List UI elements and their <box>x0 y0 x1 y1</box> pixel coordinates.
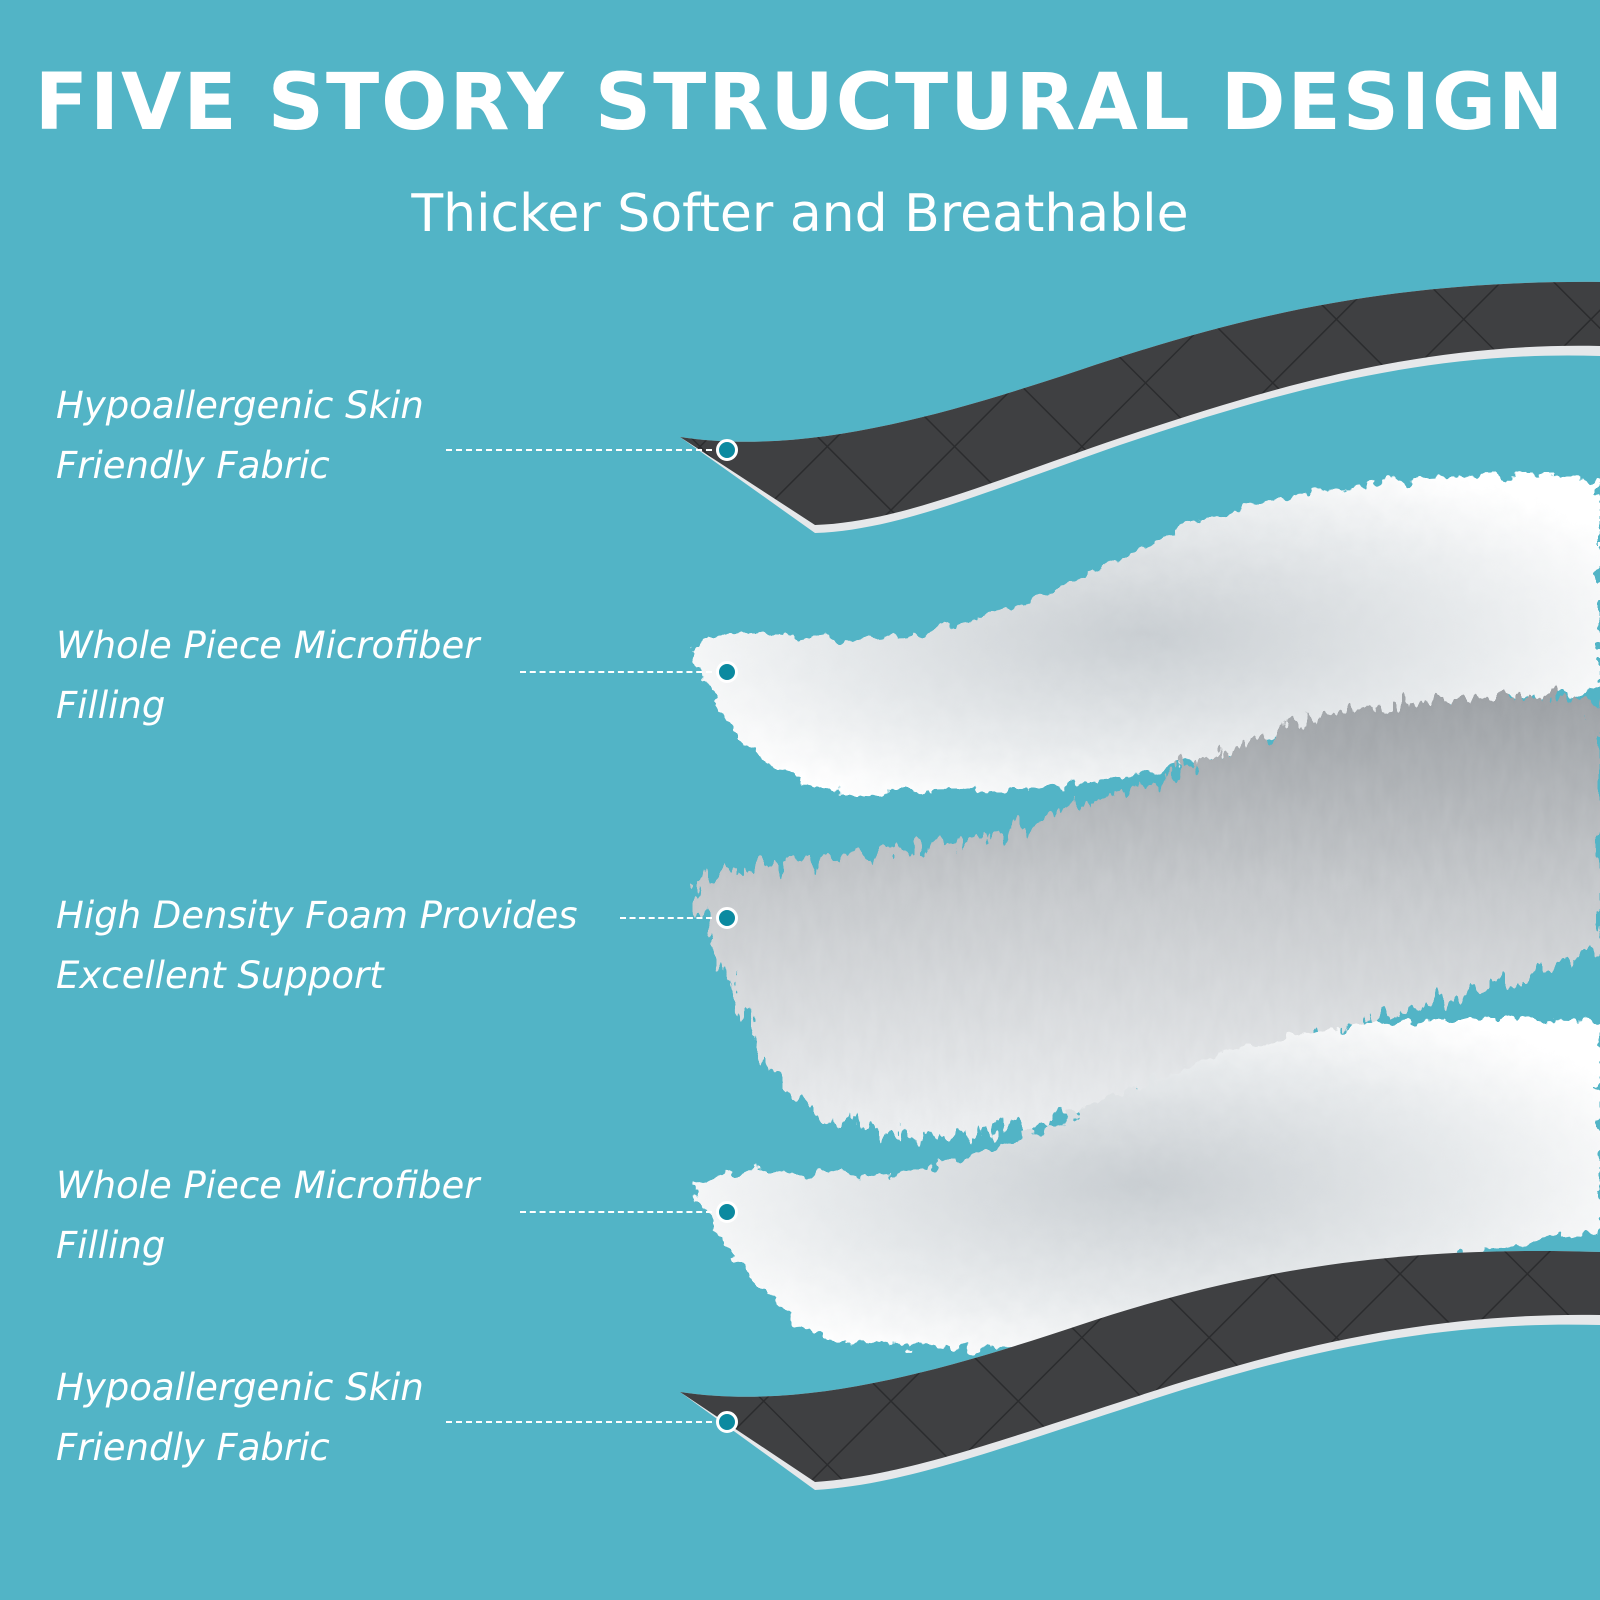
marker-dot <box>716 1411 738 1433</box>
layer-label-line2: Excellent Support <box>56 954 384 997</box>
marker-dot <box>716 661 738 683</box>
layer-label-line1: Hypoallergenic Skin <box>56 384 424 427</box>
layer-label-line1: Hypoallergenic Skin <box>56 1366 424 1409</box>
leader-line <box>520 671 712 673</box>
page-subtitle: Thicker Softer and Breathable <box>411 184 1189 244</box>
fabric-layer-bottom <box>680 1250 1600 1490</box>
marker-dot <box>716 439 738 461</box>
layer-label-microfiber-top: Whole Piece Microfiber Filling <box>56 616 479 736</box>
layer-label-line1: Whole Piece Microfiber <box>56 1164 480 1207</box>
marker-dot <box>716 907 738 929</box>
leader-line <box>446 449 712 451</box>
layer-label-line2: Friendly Fabric <box>56 1426 330 1469</box>
leader-line <box>620 917 712 919</box>
page-title: FIVE STORY STRUCTURAL DESIGN <box>34 58 1566 148</box>
layer-label-line2: Filling <box>56 684 166 727</box>
layer-label-line2: Filling <box>56 1224 166 1267</box>
layer-label-line1: Whole Piece Microfiber <box>56 624 480 667</box>
layer-label-line1: High Density Foam Provides <box>56 894 578 937</box>
leader-line <box>520 1211 712 1213</box>
fabric-layer-top <box>680 281 1600 533</box>
layer-label-fabric-bottom: Hypoallergenic Skin Friendly Fabric <box>56 1358 424 1478</box>
layer-label-fabric-top: Hypoallergenic Skin Friendly Fabric <box>56 376 424 496</box>
layer-label-microfiber-bottom: Whole Piece Microfiber Filling <box>56 1156 479 1276</box>
layer-label-foam: High Density Foam Provides Excellent Sup… <box>56 886 578 1006</box>
layer-label-line2: Friendly Fabric <box>56 444 330 487</box>
foam-layer <box>690 696 1600 1136</box>
marker-dot <box>716 1201 738 1223</box>
leader-line <box>446 1421 712 1423</box>
